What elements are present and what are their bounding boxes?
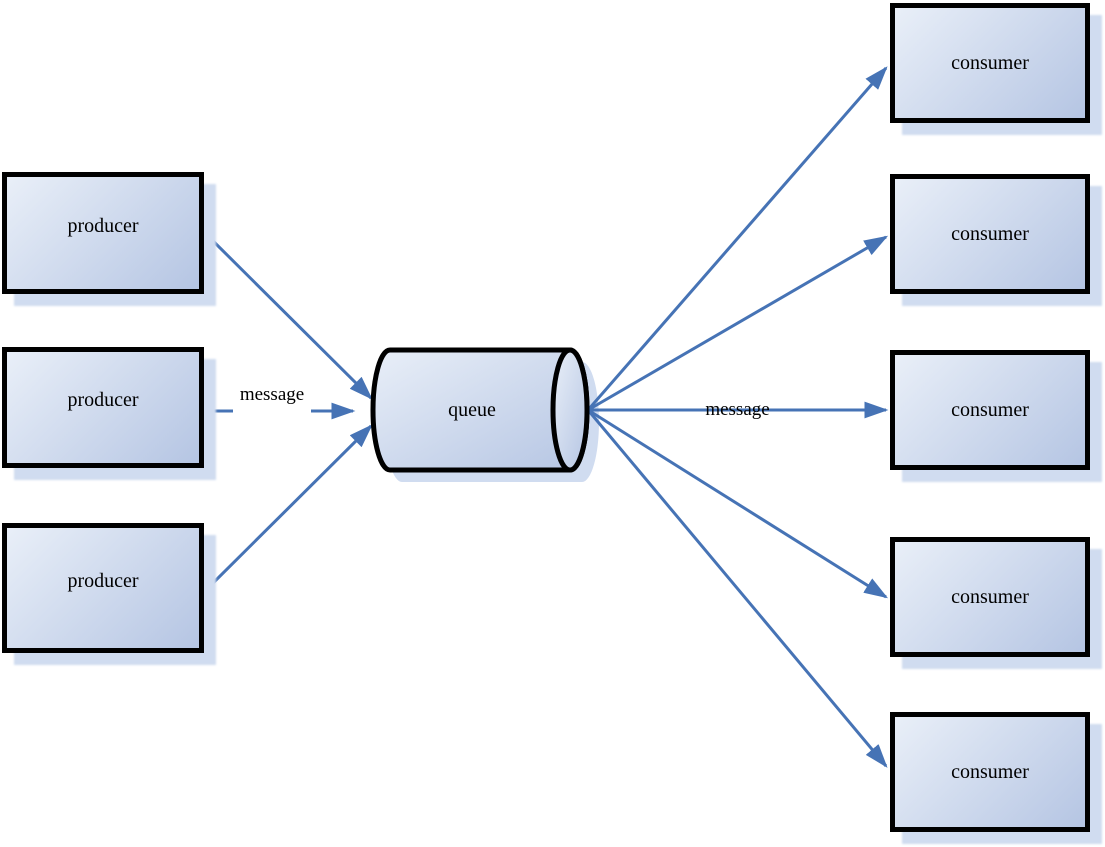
arrow-queue-to-consumer1: [586, 66, 888, 411]
arrow-queue-to-consumer5: [586, 409, 888, 768]
consumer-box-3: consumer: [890, 350, 1090, 470]
consumer-box-4: consumer: [890, 537, 1090, 657]
producer-3-label: producer: [67, 569, 139, 592]
queue-label: queue: [448, 399, 496, 421]
arrow-queue-to-consumer4: [587, 408, 889, 599]
consumer-box-1: consumer: [890, 3, 1090, 123]
arrow-producer1-to-queue: [202, 230, 373, 400]
producer-1-label: producer: [67, 214, 139, 237]
consumer-5-label: consumer: [951, 760, 1029, 783]
producer-box-3: producer: [2, 523, 204, 653]
arrow-queue-to-consumer2: [587, 235, 889, 412]
producer-box-1: producer: [2, 172, 204, 294]
consumer-2-label: consumer: [951, 222, 1029, 245]
producer-2-label: producer: [67, 389, 139, 411]
queue-cylinder-endcap: [550, 347, 590, 473]
message-label-right: message: [705, 399, 770, 420]
consumer-3-label: consumer: [951, 398, 1029, 421]
producer-box-2: producer: [2, 347, 204, 468]
consumer-4-label: consumer: [951, 585, 1029, 608]
consumer-box-2: consumer: [890, 174, 1090, 294]
arrow-producer3-to-queue: [202, 424, 373, 594]
consumer-1-label: consumer: [951, 51, 1029, 74]
message-label-left: message: [233, 382, 311, 415]
consumer-box-5: consumer: [890, 712, 1090, 832]
